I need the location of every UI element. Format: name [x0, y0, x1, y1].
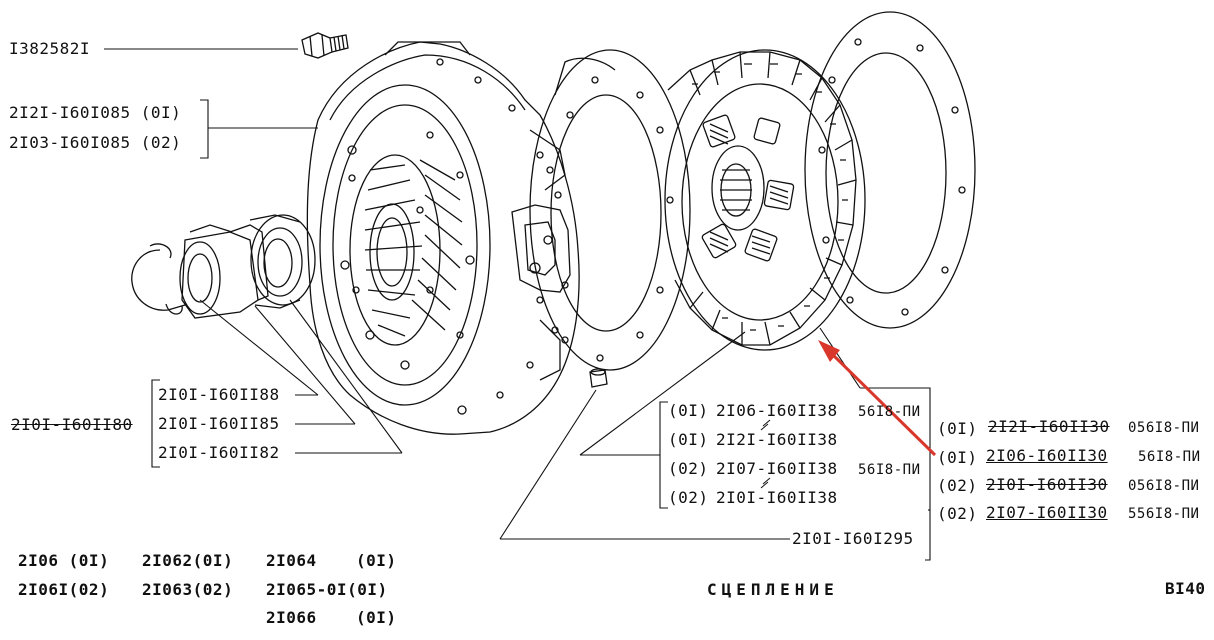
disc-3-num: 2I0I-I60II30: [986, 475, 1108, 494]
mid-disc-1-num: 2I06-I60II38: [716, 401, 838, 420]
model-r3c1: 2I066: [266, 608, 317, 627]
driven-disc-part: [664, 49, 866, 351]
disc-4-code: (02): [937, 504, 978, 523]
model-r1c2: 2I062(0I): [142, 551, 234, 570]
mid-disc-4-num: 2I0I-I60II38: [716, 488, 838, 507]
mid-disc-3-num: 2I07-I60II38: [716, 459, 838, 478]
callout-bearing-2: 2I0I-I60II85: [158, 414, 280, 433]
model-r1c1: 2I06 (0I): [18, 551, 110, 570]
model-r1c3: 2I064: [266, 551, 317, 570]
callout-bearing-assembly: 2I0I-I60II80: [11, 415, 133, 434]
disc-3-code: (02): [937, 476, 978, 495]
model-r1c4: (0I): [356, 551, 397, 570]
disc-1-tag: 056I8-ПИ: [1128, 420, 1200, 436]
model-r3c2: (0I): [356, 608, 397, 627]
callout-cover-a: 2I2I-I60I085 (0I): [9, 103, 182, 122]
disc-3-tag: 056I8-ПИ: [1128, 478, 1200, 494]
change-marks: [760, 419, 771, 489]
release-bearing-part: [131, 214, 316, 319]
bolt-part: [301, 32, 349, 59]
mid-disc-2-num: 2I2I-I60II38: [716, 430, 838, 449]
callout-pin: 2I0I-I60I295: [792, 529, 914, 548]
callout-bearing-1: 2I0I-I60II88: [158, 385, 280, 404]
disc-1-code: (0I): [937, 419, 978, 438]
disc-1-num: 2I2I-I60II30: [988, 417, 1110, 436]
leader-lines: [104, 48, 931, 561]
page-title: СЦЕПЛЕНИЕ: [707, 580, 839, 599]
mid-disc-4-code: (02): [668, 488, 709, 507]
callout-bearing-3: 2I0I-I60II82: [158, 443, 280, 462]
model-r2c2: 2I063(02): [142, 580, 234, 599]
sheet-number: BI40: [1165, 579, 1206, 598]
red-arrow: [818, 340, 937, 457]
callout-bolt: I382582I: [9, 39, 91, 58]
mid-disc-1-tag: 56I8-ПИ: [858, 404, 921, 420]
model-r2c3: 2I065-0I(0I): [266, 580, 388, 599]
friction-ring-part: [529, 49, 691, 371]
mid-disc-1-code: (0I): [668, 401, 709, 420]
disc-2-code: (0I): [937, 448, 978, 467]
outer-ring-part: [804, 11, 976, 329]
callout-cover-b: 2I03-I60I085 (02): [9, 133, 182, 152]
mid-disc-3-tag: 56I8-ПИ: [858, 462, 921, 478]
mid-disc-2-code: (0I): [668, 430, 709, 449]
pressure-plate-part: [306, 41, 580, 435]
model-r2c1: 2I06I(02): [18, 580, 110, 599]
disc-4-num: 2I07-I60II30: [986, 503, 1108, 522]
mid-disc-3-code: (02): [668, 459, 709, 478]
disc-2-num: 2I06-I60II30: [986, 446, 1108, 465]
disc-4-tag: 556I8-ПИ: [1128, 506, 1200, 522]
pin-part: [589, 368, 608, 388]
disc-2-tag: 56I8-ПИ: [1138, 449, 1201, 465]
